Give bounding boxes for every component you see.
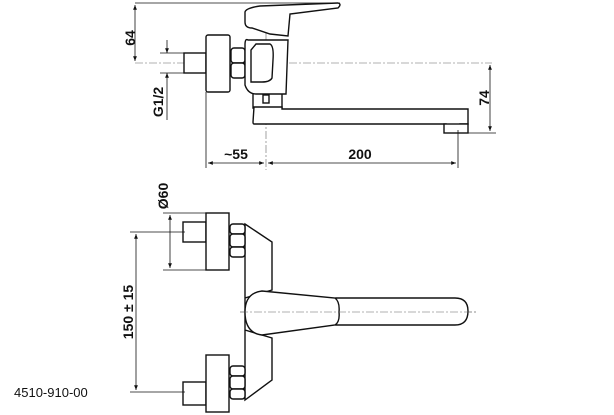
side-view: 64 G1/2 74 ~55 200 — [122, 2, 496, 170]
dim-thread: G1/2 — [150, 87, 166, 118]
part-number: 4510-910-00 — [14, 385, 88, 400]
dim-64: 64 — [122, 30, 138, 46]
dim-diameter-60: Ø60 — [155, 183, 171, 210]
dim-74: 74 — [476, 90, 492, 106]
dim-150: 150 ± 15 — [120, 285, 136, 340]
top-view: Ø60 150 ± 15 — [120, 183, 476, 413]
dim-55: ~55 — [224, 146, 248, 162]
dim-200: 200 — [348, 146, 372, 162]
